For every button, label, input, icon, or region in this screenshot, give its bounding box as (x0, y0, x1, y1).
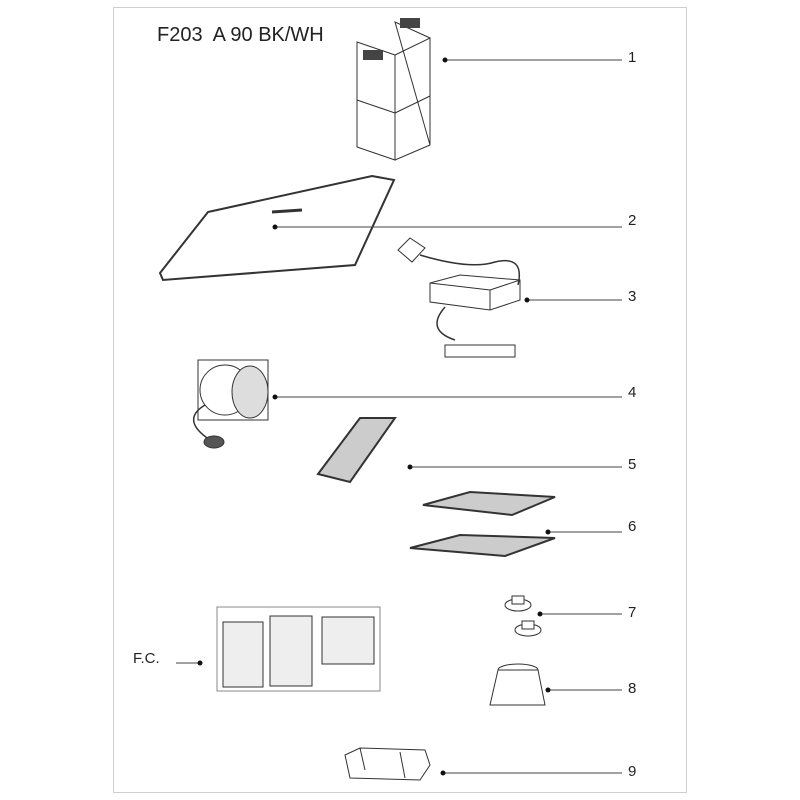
part-label-9: 9 (628, 763, 637, 780)
knobs-part (504, 595, 542, 637)
leader-lines (176, 59, 622, 774)
part-label-8: 8 (628, 680, 637, 697)
part-label-fc: F.C. (133, 650, 160, 667)
grease-filter-part-b (409, 533, 556, 558)
part-label-5: 5 (628, 456, 637, 473)
model-title: F203 A 90 BK/WH (157, 24, 324, 46)
adapter-part (489, 663, 546, 706)
chimney-part (356, 18, 431, 161)
part-label-2: 2 (628, 212, 637, 229)
grease-filter-part-a (422, 490, 556, 517)
motor-part (193, 359, 269, 449)
part-label-6: 6 (628, 518, 637, 535)
part-label-4: 4 (628, 384, 637, 401)
leader-dots (197, 57, 551, 776)
diagram-frame (113, 7, 687, 793)
grease-filter-part (316, 417, 397, 484)
part-label-3: 3 (628, 288, 637, 305)
bracket-part (344, 747, 431, 781)
part-label-7: 7 (628, 604, 637, 621)
carbon-filters-part (216, 606, 381, 692)
control-box-part (397, 237, 521, 358)
part-label-1: 1 (628, 49, 637, 66)
